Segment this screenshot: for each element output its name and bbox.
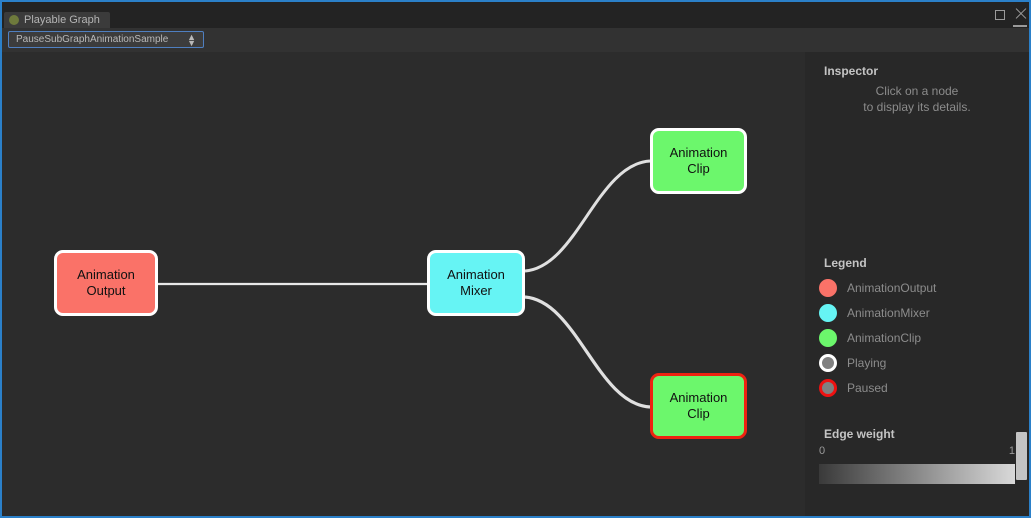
node-animation-mixer[interactable]: Animation Mixer <box>427 250 525 316</box>
graph-selector-dropdown[interactable]: PauseSubGraphAnimationSample ▲▼ <box>8 31 204 48</box>
graph-edges <box>158 159 651 409</box>
legend-item-playing: Playing <box>819 353 1019 375</box>
legend-item-animationmixer: AnimationMixer <box>819 303 1019 325</box>
graph-canvas[interactable]: Animation Output Animation Mixer Animati… <box>2 52 805 516</box>
node-animation-clip-top[interactable]: Animation Clip <box>650 128 747 194</box>
node-animation-clip-bottom[interactable]: Animation Clip <box>650 373 747 439</box>
legend-color-swatch <box>819 329 837 347</box>
edge-weight-title: Edge weight <box>824 427 895 441</box>
edge-weight-max-label: 1 <box>1008 445 1015 457</box>
window-titlebar: Playable Graph <box>2 2 1029 35</box>
node-label: Animation Output <box>77 267 135 298</box>
legend-color-swatch <box>819 279 837 297</box>
node-label: Animation Clip <box>669 145 728 176</box>
chevron-updown-icon: ▲▼ <box>187 32 196 48</box>
tab-label: Playable Graph <box>24 14 100 26</box>
side-panel: Inspector Click on a node to display its… <box>805 52 1029 516</box>
legend-item-label: AnimationMixer <box>847 306 930 320</box>
vertical-scrollbar-thumb[interactable] <box>1016 432 1027 480</box>
edge-mixer-to-clip-bottom <box>524 295 651 409</box>
close-icon[interactable] <box>1015 8 1027 20</box>
node-animation-output[interactable]: Animation Output <box>54 250 158 316</box>
edge-mixer-to-clip-top <box>524 159 651 273</box>
legend-color-swatch <box>819 379 837 397</box>
inspector-title: Inspector <box>824 64 879 78</box>
graph-selector-value: PauseSubGraphAnimationSample <box>16 34 169 45</box>
legend-item-label: Paused <box>847 381 888 395</box>
legend-item-paused: Paused <box>819 378 1019 400</box>
window-controls <box>995 8 1027 20</box>
playable-graph-icon <box>9 15 19 25</box>
maximize-icon[interactable] <box>995 8 1007 20</box>
legend-item-animationclip: AnimationClip <box>819 328 1019 350</box>
legend-color-swatch <box>819 304 837 322</box>
legend-item-animationoutput: AnimationOutput <box>819 278 1019 300</box>
legend-item-label: AnimationClip <box>847 331 922 345</box>
legend-item-label: Playing <box>847 356 887 370</box>
legend-title: Legend <box>824 256 867 270</box>
toolbar: PauseSubGraphAnimationSample ▲▼ <box>2 28 1029 53</box>
inspector-hint: Click on a node to display its details. <box>863 84 971 114</box>
legend-color-swatch <box>819 354 837 372</box>
node-label: Animation Mixer <box>447 267 505 298</box>
legend-item-label: AnimationOutput <box>847 281 937 295</box>
edge-weight-gradient-bar <box>819 464 1015 484</box>
node-label: Animation Clip <box>669 390 728 421</box>
tab-playable-graph[interactable]: Playable Graph <box>4 12 110 28</box>
edge-weight-min-label: 0 <box>819 445 826 457</box>
